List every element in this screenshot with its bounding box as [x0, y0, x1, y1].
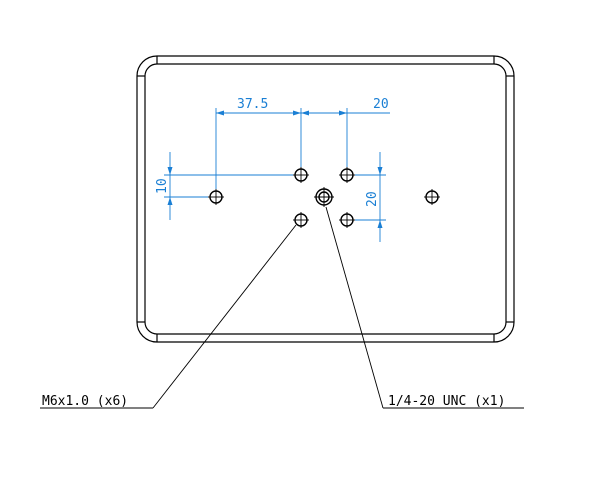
mounting-hole-bottom-center [293, 212, 309, 228]
mounting-hole-top-center [293, 167, 309, 183]
leader-imperial-hole: 1/4-20 UNC (x1) [325, 206, 524, 409]
mounting-hole-top-right [339, 167, 355, 183]
dimension-horizontal-offset: 20 [301, 97, 390, 167]
dimension-vertical-spacing: 20 [355, 152, 386, 242]
callout-imperial-hole: 1/4-20 UNC (x1) [388, 394, 505, 409]
mounting-hole-bottom-right [339, 212, 355, 228]
dimension-label-horizontal-spacing: 37.5 [237, 97, 268, 112]
dimension-label-vertical-spacing: 20 [365, 191, 380, 207]
dimension-label-vertical-offset: 10 [155, 178, 170, 194]
callout-metric-holes: M6x1.0 (x6) [42, 394, 128, 409]
mounting-hole-left [208, 189, 224, 205]
plate-outline [136, 55, 515, 343]
tripod-hole-center [314, 187, 334, 207]
dimension-horizontal-spacing: 37.5 [215, 97, 302, 189]
mounting-hole-far-right [424, 189, 440, 205]
dimension-label-horizontal-offset: 20 [373, 97, 389, 112]
leader-metric-holes: M6x1.0 (x6) [40, 224, 297, 409]
dimension-vertical-offset: 10 [155, 152, 293, 220]
